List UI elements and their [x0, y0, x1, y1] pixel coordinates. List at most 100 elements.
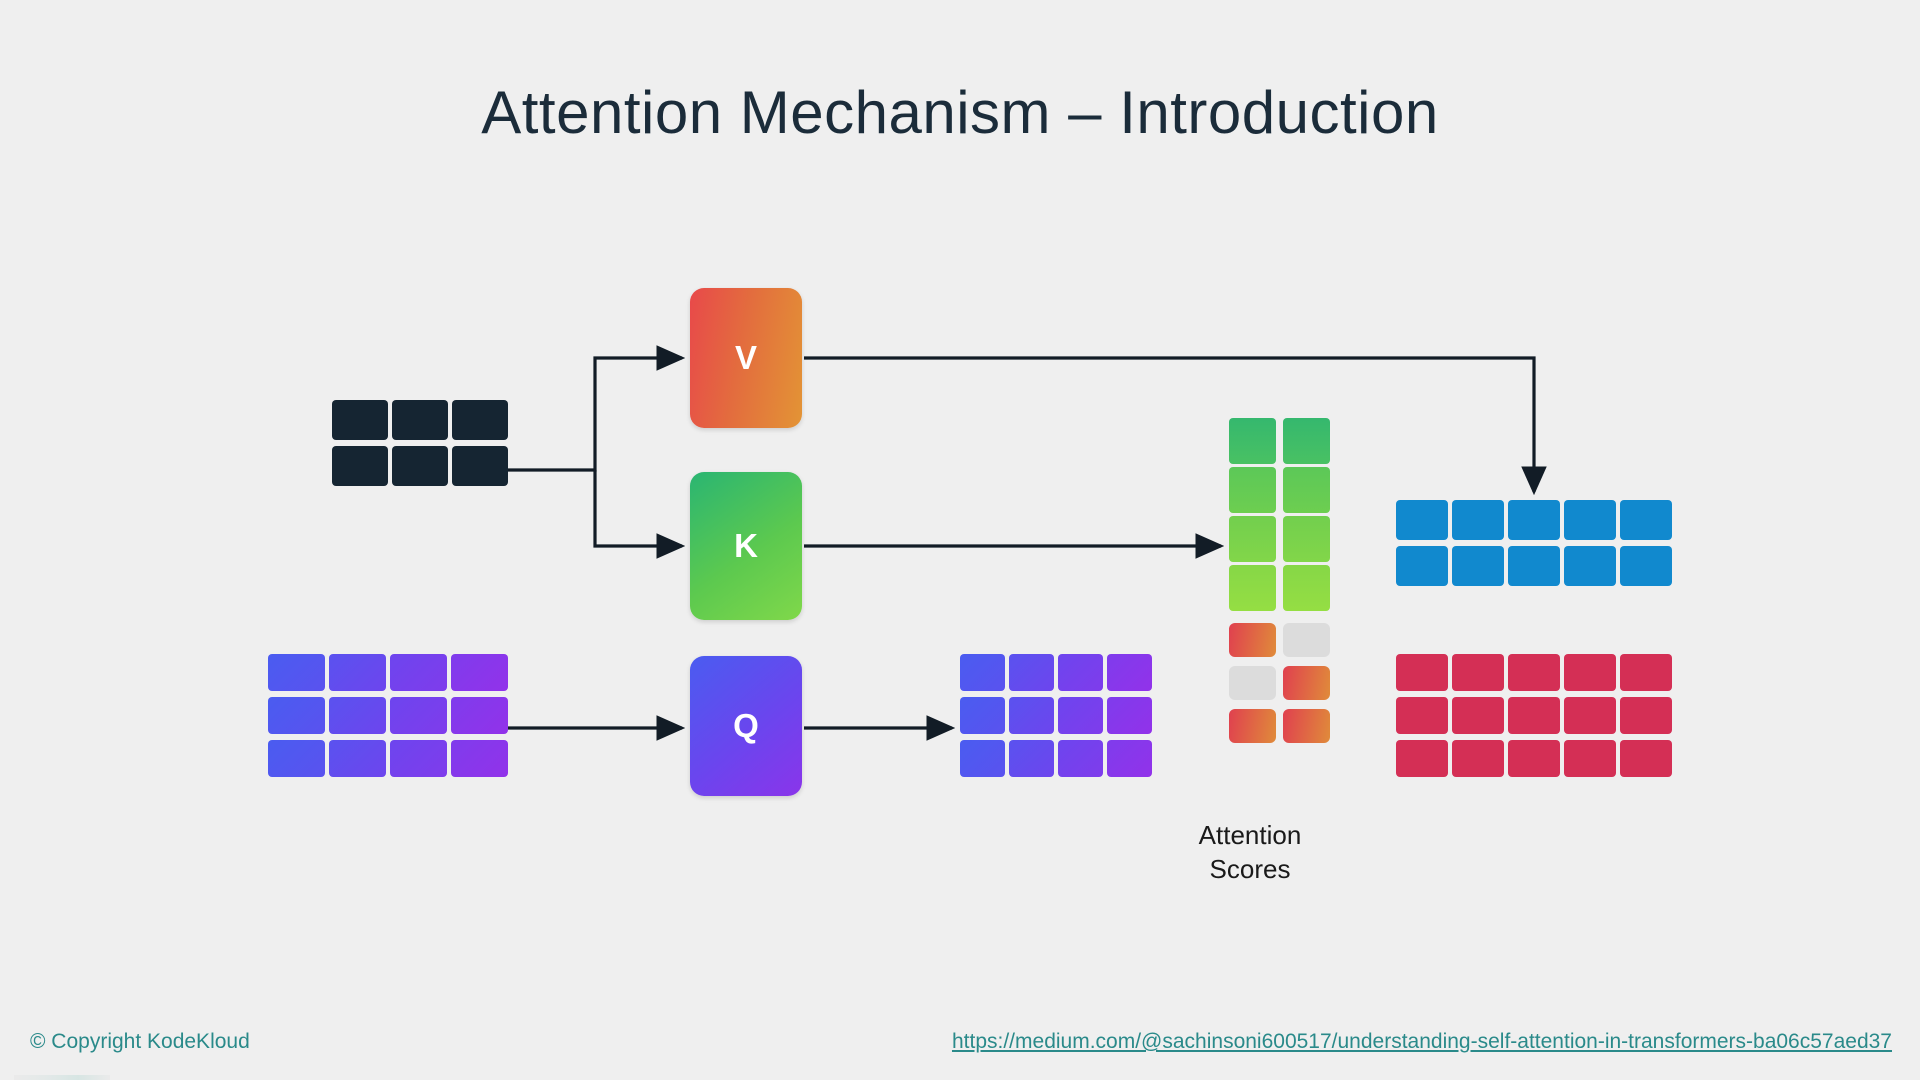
partial-logo-icon: [14, 1075, 110, 1080]
attention-score-cell: [1229, 516, 1276, 562]
matrix-cell: [329, 654, 386, 691]
matrix-cell: [1564, 500, 1616, 540]
matrix-cell: [1620, 500, 1672, 540]
matrix-cell: [1508, 546, 1560, 586]
matrix-cell: [390, 740, 447, 777]
matrix-cell: [329, 697, 386, 734]
matrix-cell: [1564, 654, 1616, 691]
matrix-cell: [332, 446, 388, 486]
matrix-row: [960, 654, 1152, 691]
query-block[interactable]: Q: [690, 656, 802, 796]
matrix-cell: [1009, 697, 1054, 734]
matrix-cell: [268, 654, 325, 691]
matrix-cell: [1452, 740, 1504, 777]
matrix-cell: [452, 400, 508, 440]
attention-label-line-2: Scores: [1209, 854, 1291, 884]
attention-scores-label: Attention Scores: [1150, 818, 1350, 886]
value-block[interactable]: V: [690, 288, 802, 428]
matrix-cell: [1620, 740, 1672, 777]
matrix-cell: [1620, 546, 1672, 586]
key-block-label: K: [734, 527, 758, 564]
attention-scores-grid: [1229, 418, 1330, 743]
matrix-cell: [329, 740, 386, 777]
matrix-cell: [390, 654, 447, 691]
attention-mask-cell: [1283, 709, 1330, 743]
matrix-cell: [1620, 654, 1672, 691]
matrix-cell: [1396, 740, 1448, 777]
matrix-cell: [1564, 546, 1616, 586]
copyright-text: © Copyright KodeKloud: [30, 1030, 250, 1053]
matrix-cell: [1452, 697, 1504, 734]
matrix-cell: [960, 697, 1005, 734]
matrix-cell: [332, 400, 388, 440]
input-matrix-dark: [332, 400, 508, 486]
attention-mask-cell: [1283, 623, 1330, 657]
matrix-row: [960, 697, 1152, 734]
matrix-cell: [268, 740, 325, 777]
attention-label-line-1: Attention: [1198, 820, 1302, 850]
attention-mask-row: [1229, 666, 1330, 700]
matrix-cell: [1452, 654, 1504, 691]
attention-score-cell: [1283, 516, 1330, 562]
matrix-cell: [451, 740, 508, 777]
attention-score-cell: [1229, 565, 1276, 611]
attention-mask-row: [1229, 709, 1330, 743]
matrix-cell: [1058, 740, 1103, 777]
attention-mask-cell: [1283, 666, 1330, 700]
matrix-row: [332, 446, 508, 486]
query-block-label: Q: [733, 707, 759, 744]
matrix-cell: [392, 446, 448, 486]
matrix-cell: [1620, 697, 1672, 734]
attention-score-cell: [1229, 418, 1276, 464]
attention-score-cell: [1283, 418, 1330, 464]
matrix-row: [1396, 740, 1672, 777]
matrix-row: [268, 654, 508, 691]
matrix-cell: [1009, 740, 1054, 777]
matrix-cell: [1564, 697, 1616, 734]
matrix-row: [1396, 697, 1672, 734]
matrix-row: [332, 400, 508, 440]
matrix-row: [268, 740, 508, 777]
page-title: Attention Mechanism – Introduction: [481, 79, 1439, 146]
matrix-cell: [392, 400, 448, 440]
matrix-cell: [1452, 546, 1504, 586]
value-output-matrix: [1396, 500, 1672, 586]
arrow-input-to-k: [593, 470, 686, 559]
matrix-cell: [1452, 500, 1504, 540]
matrix-cell: [1058, 697, 1103, 734]
matrix-row: [1396, 654, 1672, 691]
matrix-row: [960, 740, 1152, 777]
matrix-cell: [1508, 697, 1560, 734]
matrix-cell: [451, 654, 508, 691]
attention-score-cell: [1229, 467, 1276, 513]
source-link[interactable]: https://medium.com/@sachinsoni600517/und…: [951, 1030, 1892, 1053]
key-block[interactable]: K: [690, 472, 802, 620]
matrix-cell: [1107, 740, 1152, 777]
attention-mask-grid: [1229, 623, 1330, 743]
value-block-label: V: [734, 339, 757, 376]
matrix-row: [268, 697, 508, 734]
matrix-cell: [268, 697, 325, 734]
matrix-cell: [960, 654, 1005, 691]
matrix-cell: [1508, 740, 1560, 777]
matrix-row: [1396, 546, 1672, 586]
matrix-cell: [1058, 654, 1103, 691]
matrix-cell: [451, 697, 508, 734]
matrix-cell: [1508, 500, 1560, 540]
matrix-row: [1396, 500, 1672, 540]
attention-score-column: [1229, 418, 1276, 611]
matrix-cell: [1396, 546, 1448, 586]
matrix-cell: [1009, 654, 1054, 691]
attention-mask-row: [1229, 623, 1330, 657]
attention-score-column: [1283, 418, 1330, 611]
attention-green-columns: [1229, 418, 1330, 611]
matrix-cell: [1396, 654, 1448, 691]
arrow-v-to-blue: [804, 356, 1547, 496]
matrix-cell: [452, 446, 508, 486]
matrix-cell: [1107, 654, 1152, 691]
query-output-matrix: [960, 654, 1152, 777]
matrix-cell: [960, 740, 1005, 777]
attention-score-cell: [1283, 565, 1330, 611]
attention-mask-cell: [1229, 709, 1276, 743]
